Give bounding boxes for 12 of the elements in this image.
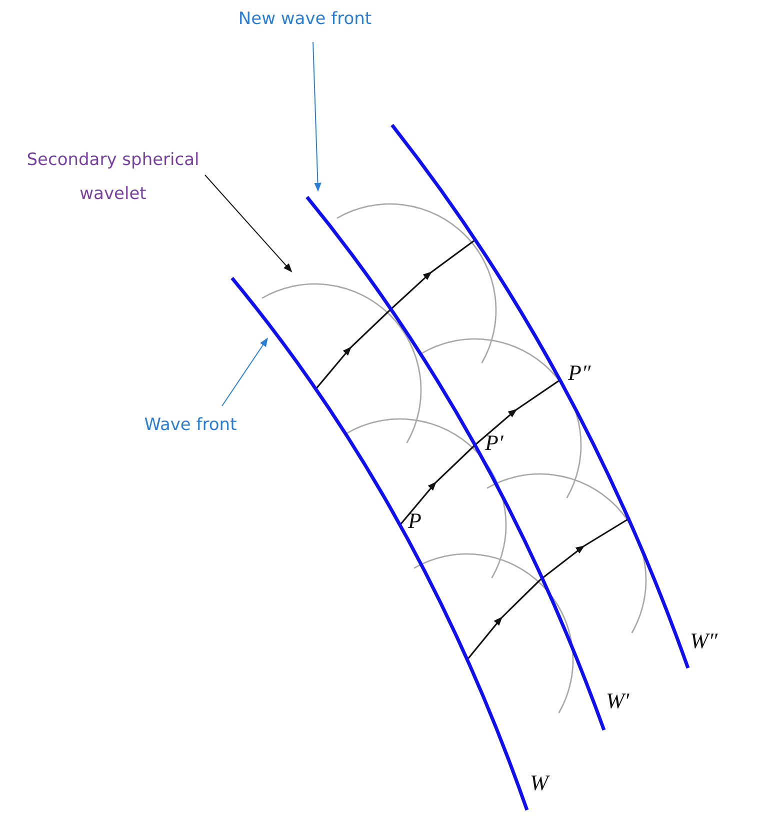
leader-arrow [312, 42, 322, 192]
leader-arrow [204, 174, 292, 272]
leader-arrow [222, 338, 268, 406]
point-label: P″ [568, 362, 591, 384]
wave-front-label: W [530, 772, 548, 794]
annotation-text: Wave front [128, 408, 253, 442]
point-label: P′ [485, 432, 504, 454]
point-label: P [408, 510, 422, 532]
wave-front-label: W″ [690, 630, 718, 652]
annotation-text: Secondary spherical wavelet [8, 143, 218, 211]
wave-front-label: W′ [606, 690, 630, 712]
annotation-text: New wave front [220, 2, 390, 36]
